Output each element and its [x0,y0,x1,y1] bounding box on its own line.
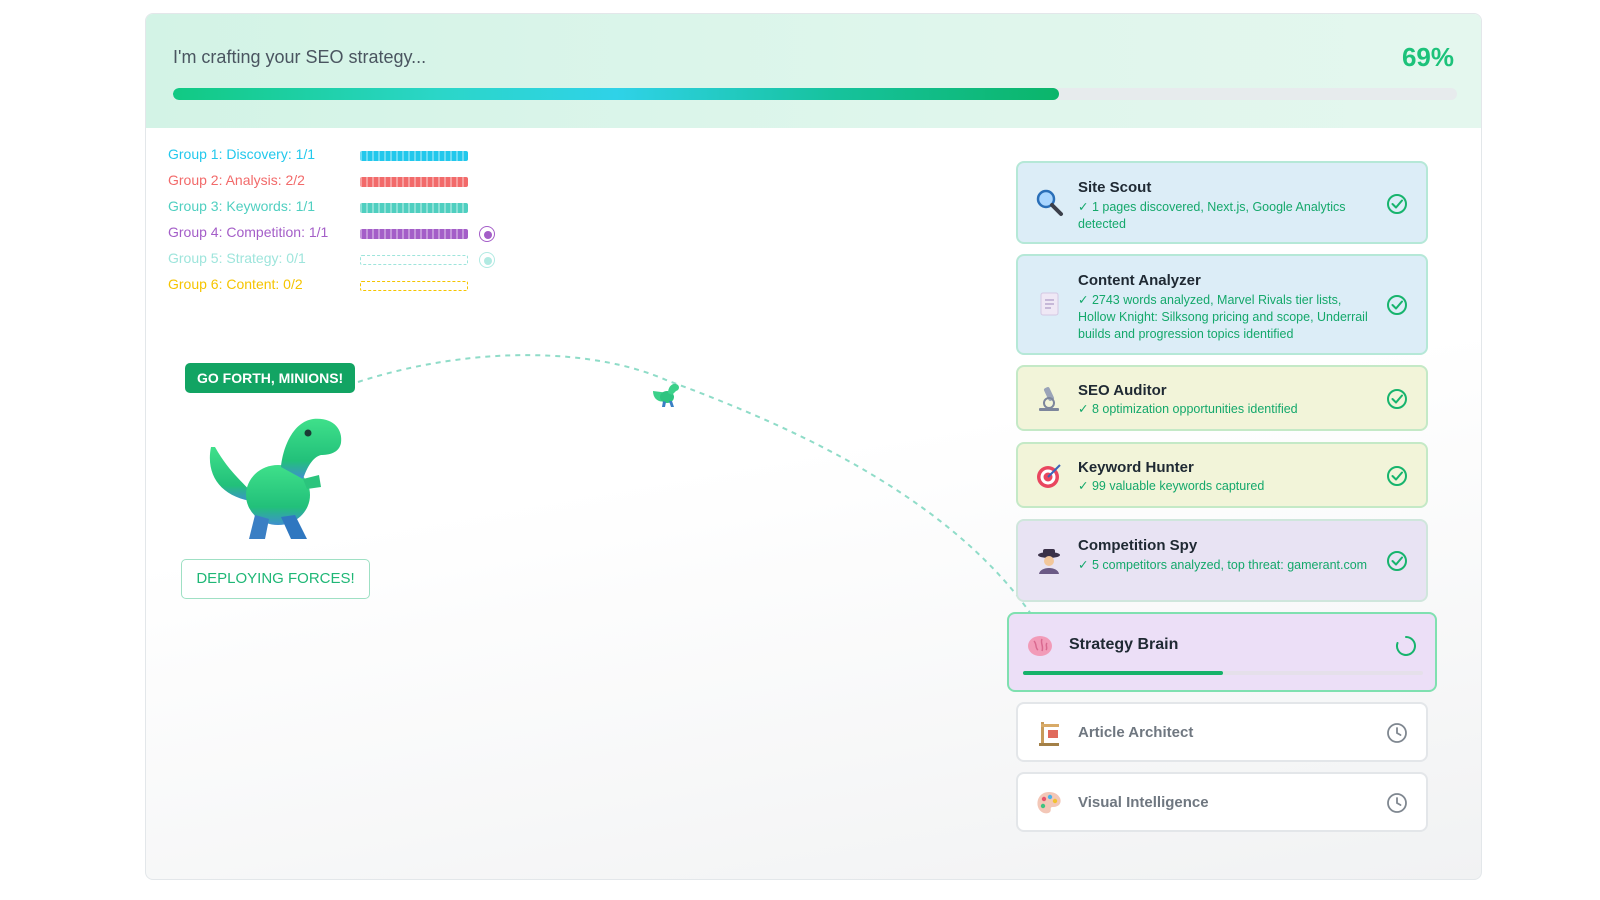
agent-name: Site Scout [1078,179,1152,196]
brain-icon [1028,636,1052,656]
seo-strategy-panel: I'm crafting your SEO strategy... 69% Gr… [145,13,1482,880]
agent-progress-fill [1023,671,1223,675]
target-icon [1037,464,1061,488]
group-progress-bar [360,229,468,239]
agent-card-visual-intelligence[interactable]: Visual Intelligence [1016,772,1428,832]
deploying-forces-button[interactable]: DEPLOYING FORCES! [181,559,370,599]
overall-progress-bar [173,88,1457,100]
group-label: Group 4: Competition: 1/1 [168,224,329,240]
agent-name: SEO Auditor [1078,382,1167,399]
progress-percent: 69% [1401,42,1454,72]
agent-name: Article Architect [1078,724,1194,741]
group-row-keywords: Group 3: Keywords: 1/1 [168,198,508,218]
check-circle-icon [1387,551,1407,571]
group-row-competition: Group 4: Competition: 1/1 [168,224,508,244]
agent-detail: ✓ 99 valuable keywords captured [1078,479,1265,493]
construction-icon [1039,722,1059,746]
microscope-icon [1039,387,1059,411]
minion-dinosaur-icon [653,383,679,407]
dinosaur-mascot-icon [209,418,342,539]
overall-progress-fill [173,88,1059,100]
agent-card-site-scout[interactable]: Site Scout ✓ 1 pages discovered, Next.js… [1016,161,1428,244]
document-icon [1040,292,1059,316]
progress-header: I'm crafting your SEO strategy... 69% [146,14,1481,128]
group-row-analysis: Group 2: Analysis: 2/2 [168,172,508,192]
group-progress-bar [360,281,468,291]
group-label: Group 2: Analysis: 2/2 [168,172,305,188]
status-message: I'm crafting your SEO strategy... [173,47,427,67]
agent-name: Competition Spy [1078,537,1198,554]
group-progress-bar [360,255,468,265]
group-status-dot [479,226,495,242]
agent-card-keyword-hunter[interactable]: Keyword Hunter ✓ 99 valuable keywords ca… [1016,442,1428,508]
agent-name: Keyword Hunter [1078,459,1194,476]
check-circle-icon [1387,389,1407,409]
check-circle-icon [1387,466,1407,486]
group-label: Group 6: Content: 0/2 [168,276,303,292]
loading-spinner-icon [1396,636,1416,656]
agent-progress-bar [1023,671,1423,675]
group-progress-bar [360,177,468,187]
group-progress-bar [360,203,468,213]
group-label: Group 3: Keywords: 1/1 [168,198,316,214]
magnifier-icon [1036,189,1063,216]
agent-name: Visual Intelligence [1078,794,1209,811]
agent-card-seo-auditor[interactable]: SEO Auditor ✓ 8 optimization opportuniti… [1016,365,1428,431]
agent-card-competition-spy[interactable]: Competition Spy ✓ 5 competitors analyzed… [1016,519,1428,602]
clock-icon [1387,723,1407,743]
spy-icon [1038,549,1060,574]
group-label: Group 5: Strategy: 0/1 [168,250,306,266]
agent-detail: ✓ 5 competitors analyzed, top threat: ga… [1078,558,1368,572]
group-progress-bar [360,151,468,161]
agent-detail: ✓ 1 pages discovered, Next.js, Google An… [1078,200,1346,231]
agent-name: Content Analyzer [1078,272,1201,289]
check-circle-icon [1387,295,1407,315]
clock-icon [1387,793,1407,813]
agent-card-strategy-brain[interactable]: Strategy Brain [1007,612,1437,692]
agent-detail: ✓ 2743 words analyzed, Marvel Rivals tie… [1078,293,1368,341]
rally-banner: GO FORTH, MINIONS! [185,363,356,393]
agent-card-article-architect[interactable]: Article Architect [1016,702,1428,762]
agent-card-content-analyzer[interactable]: Content Analyzer ✓ 2743 words analyzed, … [1016,254,1428,355]
group-row-content: Group 6: Content: 0/2 [168,276,508,296]
group-row-discovery: Group 1: Discovery: 1/1 [168,146,508,166]
agent-name: Strategy Brain [1069,636,1179,653]
group-label: Group 1: Discovery: 1/1 [168,146,316,162]
check-circle-icon [1387,194,1407,214]
group-status-dot [479,252,495,268]
group-row-strategy: Group 5: Strategy: 0/1 [168,250,508,270]
palette-icon [1037,792,1061,814]
agent-detail: ✓ 8 optimization opportunities identifie… [1078,402,1298,416]
